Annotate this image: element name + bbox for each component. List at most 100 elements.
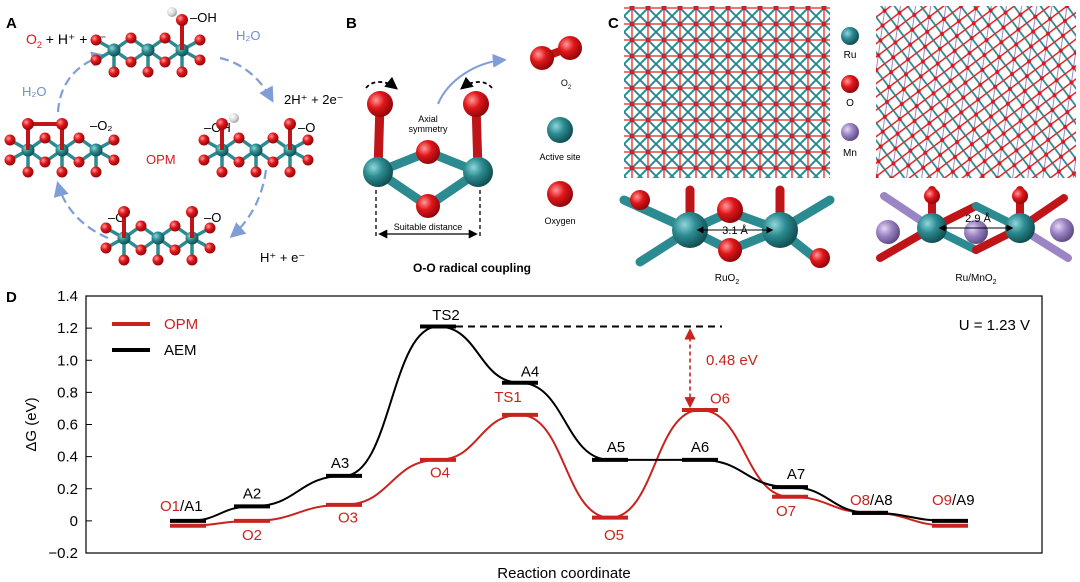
y-tick-label: 1.0 bbox=[57, 352, 78, 369]
ruthenium-atom bbox=[249, 143, 263, 157]
aem-state-label: TS2 bbox=[432, 307, 460, 324]
oxygen-atom bbox=[118, 206, 130, 218]
oxygen-atom bbox=[250, 166, 262, 178]
ruthenium-atom bbox=[89, 143, 103, 157]
oxygen-atom bbox=[135, 220, 147, 232]
oxygen-atom bbox=[284, 118, 296, 130]
oxygen-atom bbox=[100, 242, 112, 254]
products-right-label: 2H⁺ + 2e⁻ bbox=[284, 92, 344, 107]
axial-label-2: symmetry bbox=[409, 124, 448, 134]
x-axis-label: Reaction coordinate bbox=[497, 565, 630, 582]
oxygen-atom bbox=[142, 66, 154, 78]
label-separator: / bbox=[870, 492, 875, 509]
oxygen-atom bbox=[125, 56, 137, 68]
combined-state-label: O1/A1 bbox=[160, 498, 203, 515]
potential-annotation: U = 1.23 V bbox=[959, 317, 1030, 334]
ruthenium-atom bbox=[151, 231, 165, 245]
oxygen-atom bbox=[284, 166, 296, 178]
oxygen-atom bbox=[56, 166, 68, 178]
oxygen-atom bbox=[198, 134, 210, 146]
o2-legend-sub: 2 bbox=[568, 85, 572, 91]
aem-state-label: A9 bbox=[956, 492, 974, 509]
o-legend-atom bbox=[841, 75, 859, 93]
label-separator: / bbox=[180, 498, 185, 515]
y-tick-label: 0.8 bbox=[57, 384, 78, 401]
ruo2-zoom: 3.1 Å bbox=[619, 185, 835, 268]
o2-left-label: –O₂ bbox=[90, 118, 112, 133]
oxygen-atom bbox=[39, 132, 51, 144]
oxygen-atom bbox=[39, 156, 51, 168]
panel-a: A O2 + H⁺ + e⁻ –OH H₂O H₂O –O₂ OPM –OH –… bbox=[4, 7, 344, 266]
h2o-left-label: H₂O bbox=[22, 84, 47, 99]
aem-state-label: A8 bbox=[874, 492, 892, 509]
ru-mno2-caption: Ru/MnO2 bbox=[955, 273, 996, 286]
aem-state-label: A5 bbox=[607, 439, 625, 456]
hydrogen-atom bbox=[167, 7, 177, 17]
aem-state-label: A2 bbox=[243, 485, 261, 502]
opm-state-label: TS1 bbox=[494, 389, 522, 406]
oxygen-atom bbox=[204, 222, 216, 234]
panel-b-title: O-O radical coupling bbox=[413, 261, 531, 275]
oxygen-atom bbox=[216, 118, 228, 130]
legend-label-aem: AEM bbox=[164, 342, 197, 359]
y-axis-label: ΔG (eV) bbox=[23, 397, 40, 451]
panel-d-letter: D bbox=[6, 289, 17, 306]
opm-state-label: O8 bbox=[850, 492, 870, 509]
oxygen-atom bbox=[90, 34, 102, 46]
legend-label-opm: OPM bbox=[164, 316, 198, 333]
mn-legend-atom bbox=[841, 123, 859, 141]
oxygen-atom bbox=[159, 56, 171, 68]
oxygen-atom bbox=[194, 34, 206, 46]
o2-molecule-atom bbox=[530, 46, 554, 70]
suitable-distance-bracket bbox=[375, 190, 481, 239]
oxygen-atom bbox=[416, 140, 440, 164]
h2o-right-label: H₂O bbox=[236, 28, 261, 43]
barrier-gap-label: 0.48 eV bbox=[706, 352, 758, 369]
oxygen-atom bbox=[22, 118, 34, 130]
active-site-legend-label: Active site bbox=[539, 152, 580, 162]
opm-state-label: O6 bbox=[710, 391, 730, 408]
oxygen-atom bbox=[169, 220, 181, 232]
oxygen-atom bbox=[267, 156, 279, 168]
ruo2-caption: RuO2 bbox=[715, 273, 740, 286]
label-separator: / bbox=[952, 492, 957, 509]
aem-state-label: A6 bbox=[691, 439, 709, 456]
opm-state-label: O4 bbox=[430, 465, 450, 482]
coupling-arrow bbox=[437, 53, 507, 105]
oxygen-atom bbox=[108, 154, 120, 166]
opm-curve bbox=[187, 409, 951, 527]
y-tick-label: 0.4 bbox=[57, 449, 78, 466]
o-legend-label: O bbox=[846, 98, 854, 109]
oxygen-atom bbox=[4, 134, 16, 146]
oxygen-atom bbox=[416, 194, 440, 218]
oxygen-atom bbox=[108, 66, 120, 78]
oxygen-atom bbox=[169, 244, 181, 256]
rotation-arrow-right bbox=[460, 76, 493, 90]
aem-curve bbox=[187, 325, 951, 522]
ru-mno2-lattice-image bbox=[876, 6, 1076, 178]
combined-state-label: O8/A8 bbox=[850, 492, 893, 509]
y-tick-label: 1.4 bbox=[57, 288, 78, 305]
axial-label-1: Axial bbox=[418, 114, 438, 124]
products-bottom-label: H⁺ + e⁻ bbox=[260, 250, 305, 265]
o2-legend-main: O bbox=[561, 78, 568, 88]
oxygen-atom bbox=[198, 154, 210, 166]
opm-state-label: O5 bbox=[604, 527, 624, 544]
oxygen-atom bbox=[73, 132, 85, 144]
oxygen-atom bbox=[267, 132, 279, 144]
mn-legend-label: Mn bbox=[843, 148, 857, 159]
oxygen-atom bbox=[233, 132, 245, 144]
panel-c-letter: C bbox=[608, 15, 619, 32]
panel-b: B Axial symmetry Suitable distance O- bbox=[346, 15, 582, 275]
oxygen-atom bbox=[118, 254, 130, 266]
opm-state-label: O9 bbox=[932, 492, 952, 509]
aem-state-label: A1 bbox=[184, 498, 202, 515]
ru-legend-label: Ru bbox=[844, 50, 857, 61]
ruo2-caption-main: RuO bbox=[715, 273, 736, 284]
oxygen-atom bbox=[90, 166, 102, 178]
oxygen-atom bbox=[4, 154, 16, 166]
y-tick-label: 1.2 bbox=[57, 320, 78, 337]
ruthenium-atom bbox=[141, 43, 155, 57]
